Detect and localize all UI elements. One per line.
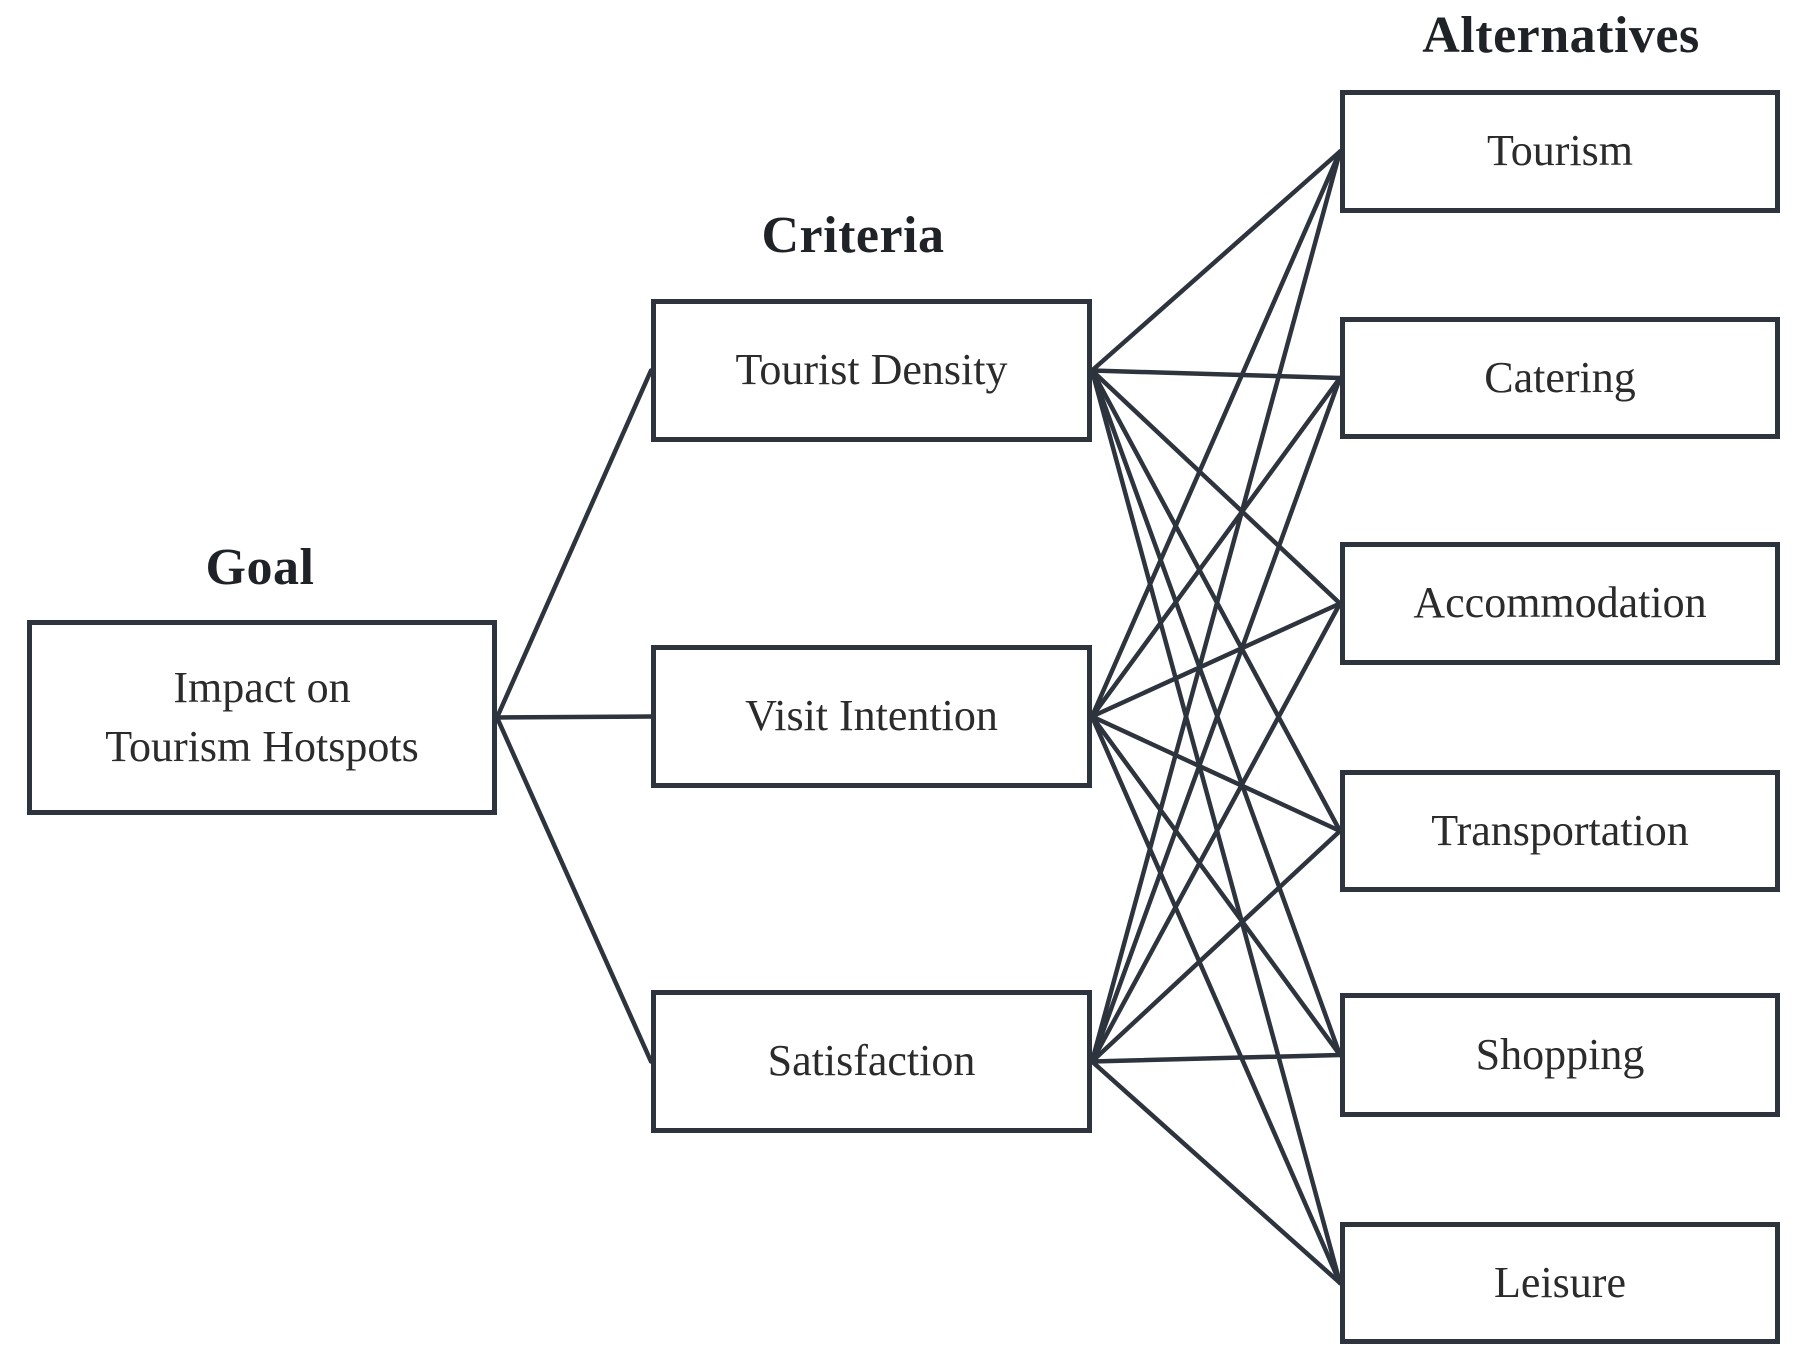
alternative-node-accommodation: Accommodation (1340, 542, 1780, 665)
alternatives-column-header: Alternatives (1422, 7, 1700, 64)
node-label: Shopping (1475, 1029, 1645, 1079)
node-label: Leisure (1494, 1257, 1626, 1307)
node-label: Visit Intention (745, 691, 998, 741)
criteria-node-visit-intention: Visit Intention (651, 645, 1092, 788)
node-label: Catering (1484, 352, 1636, 402)
goal-node-line1: Impact on (173, 663, 351, 713)
node-label: Tourism (1486, 126, 1634, 176)
goal-node-label: Impact on Tourism Hotspots (95, 659, 429, 775)
node-label: Satisfaction (767, 1036, 976, 1086)
node-label: Accommodation (1413, 578, 1707, 628)
goal-node: Impact on Tourism Hotspots (27, 620, 497, 815)
alternative-node-leisure: Leisure (1340, 1222, 1780, 1344)
criteria-node-satisfaction: Satisfaction (651, 990, 1092, 1133)
alternative-node-transportation: Transportation (1340, 770, 1780, 892)
alternative-node-shopping: Shopping (1340, 993, 1780, 1117)
node-label: Tourist Density (735, 345, 1008, 395)
alternative-node-catering: Catering (1340, 317, 1780, 439)
alternative-node-tourism: Tourism (1340, 90, 1780, 213)
node-label: Transportation (1431, 805, 1689, 855)
criteria-node-tourist-density: Tourist Density (651, 299, 1092, 442)
criteria-column-header: Criteria (761, 207, 945, 264)
goal-node-line2: Tourism Hotspots (105, 721, 419, 771)
goal-column-header: Goal (205, 539, 315, 596)
